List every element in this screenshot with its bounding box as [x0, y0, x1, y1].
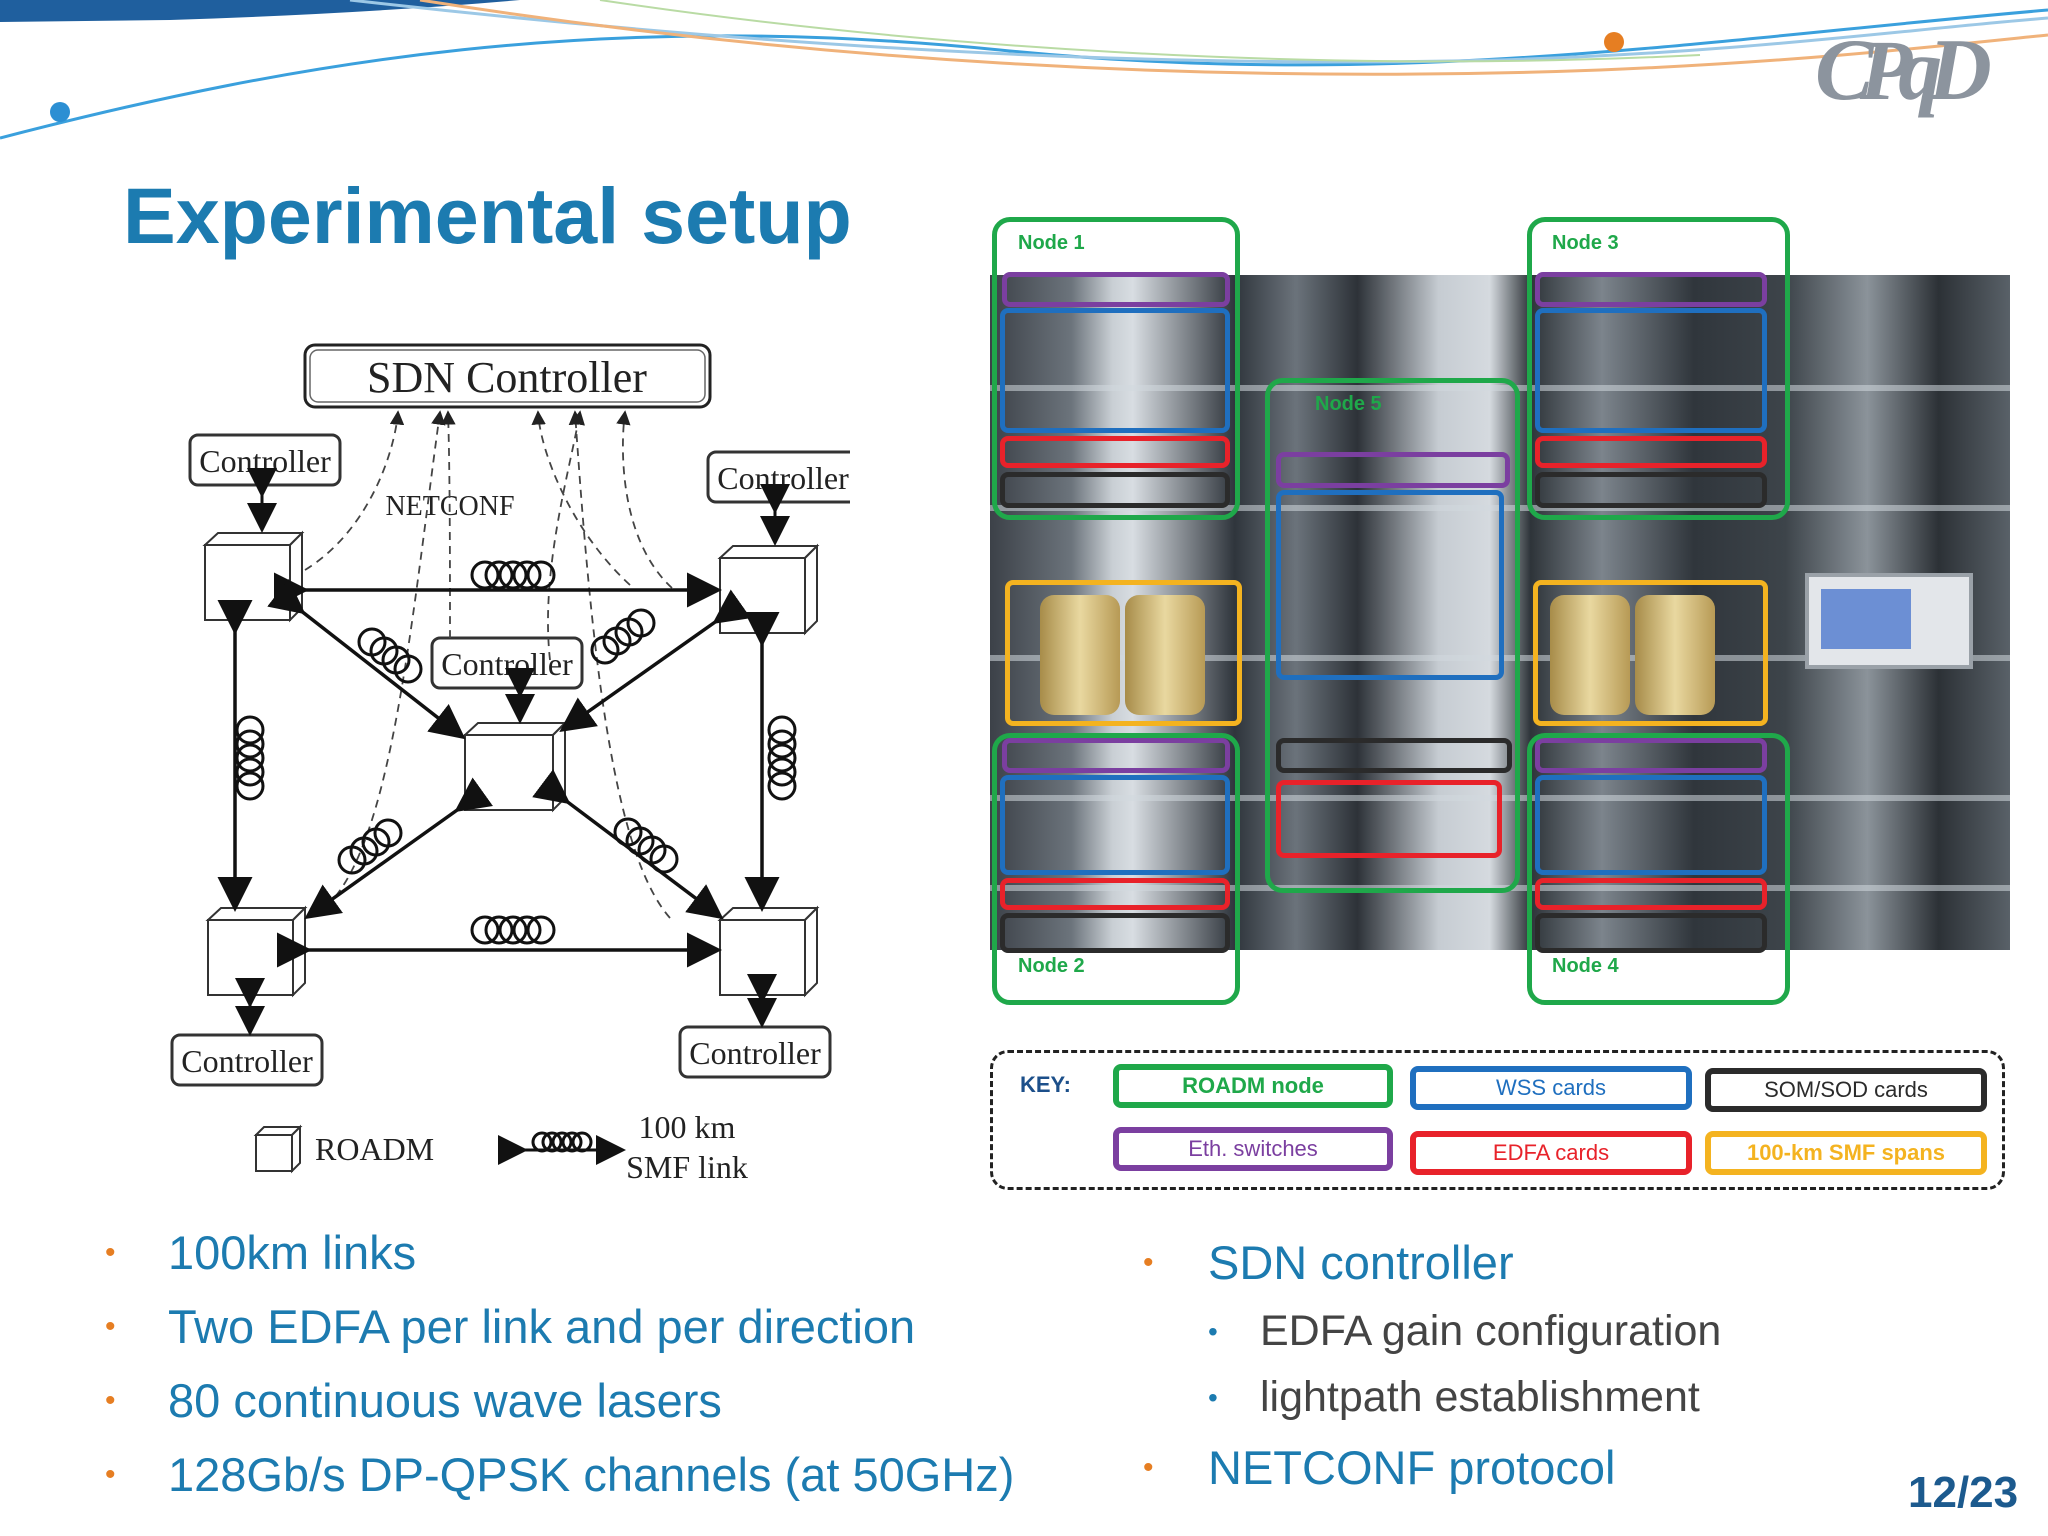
node-5-label: Node 5 [1315, 393, 1382, 415]
sub-bullet-edfa-gain: EDFA gain configuration [1260, 1307, 1722, 1355]
controller-center: Controller [430, 636, 584, 690]
orange-dot-icon [1604, 32, 1624, 52]
sub-bullet-dot-icon: • [1208, 1316, 1218, 1347]
svg-text:Controller: Controller [689, 1035, 821, 1071]
bullet-left-3: 80 continuous wave lasers [168, 1374, 722, 1427]
bullet-dot-icon: • [105, 1236, 116, 1269]
roadm-bottom-left [205, 905, 308, 998]
sub-bullet-dot-icon: • [1208, 1382, 1218, 1413]
bullet-left-2: Two EDFA per link and per direction [168, 1300, 916, 1353]
key-title: KEY: [1020, 1072, 1071, 1097]
node-3-box [1527, 217, 1790, 520]
node-1-label: Node 1 [1018, 232, 1085, 254]
key-som-sod-cards: SOM/SOD cards [1705, 1068, 1987, 1112]
sub-bullet-lightpath: lightpath establishment [1260, 1373, 1700, 1421]
bullet-left-1: 100km links [168, 1226, 417, 1279]
controller-top-left: Controller [188, 433, 342, 487]
sdn-controller-box [303, 343, 712, 409]
node-1-box [992, 217, 1240, 520]
bullet-right-sdn: SDN controller [1208, 1236, 1514, 1289]
bullet-dot-icon: • [1143, 1451, 1154, 1484]
network-diagram: SDN Controller Controller Controller Con… [170, 343, 850, 1185]
header-decoration [0, 0, 2048, 140]
key-edfa-cards: EDFA cards [1410, 1131, 1692, 1175]
legend-fiber-icon [498, 1131, 626, 1165]
page-number: 12/23 [1908, 1468, 2019, 1517]
node-5-box [1265, 378, 1520, 893]
svg-text:Controller: Controller [199, 443, 331, 479]
bullet-dot-icon: • [105, 1310, 116, 1343]
key-smf-spans: 100-km SMF spans [1705, 1131, 1987, 1175]
key-box [990, 1050, 2005, 1190]
node-3-label: Node 3 [1552, 232, 1619, 254]
legend-link-line1: 100 km [639, 1109, 736, 1145]
sdn-controller-label: SDN Controller [367, 353, 647, 402]
bullet-right-netconf: NETCONF protocol [1208, 1441, 1616, 1494]
node-4-box [1527, 733, 1790, 1005]
legend-link-line2: SMF link [626, 1149, 748, 1185]
slide-title: Experimental setup [123, 171, 852, 260]
roadm-center [462, 720, 568, 813]
legend-roadm-label: ROADM [315, 1131, 434, 1167]
legend-roadm-icon [253, 1124, 303, 1174]
svg-text:Controller: Controller [441, 646, 573, 682]
controller-top-right: Controller [706, 450, 850, 504]
key-roadm-node: ROADM node [1113, 1064, 1393, 1108]
bullet-dot-icon: • [105, 1458, 116, 1491]
node-2-box [992, 733, 1240, 1005]
svg-text:Controller: Controller [181, 1043, 313, 1079]
node-2-label: Node 2 [1018, 955, 1085, 977]
roadm-bottom-right [717, 905, 820, 998]
svg-text:Controller: Controller [717, 460, 849, 496]
roadm-top-left [202, 530, 305, 623]
cpqd-logo: CPqD [1815, 22, 1992, 119]
bullet-left-4: 128Gb/s DP-QPSK channels (at 50GHz) [168, 1448, 1015, 1501]
blue-dot-icon [50, 102, 70, 122]
roadm-top-right [717, 543, 820, 636]
controller-bottom-left: Controller [170, 1033, 324, 1087]
bullet-dot-icon: • [105, 1384, 116, 1417]
bullet-dot-icon: • [1143, 1246, 1154, 1279]
key-wss-cards: WSS cards [1410, 1066, 1692, 1110]
key-eth-switches: Eth. switches [1113, 1127, 1393, 1171]
controller-bottom-right: Controller [678, 1025, 832, 1079]
node-4-label: Node 4 [1552, 955, 1619, 977]
